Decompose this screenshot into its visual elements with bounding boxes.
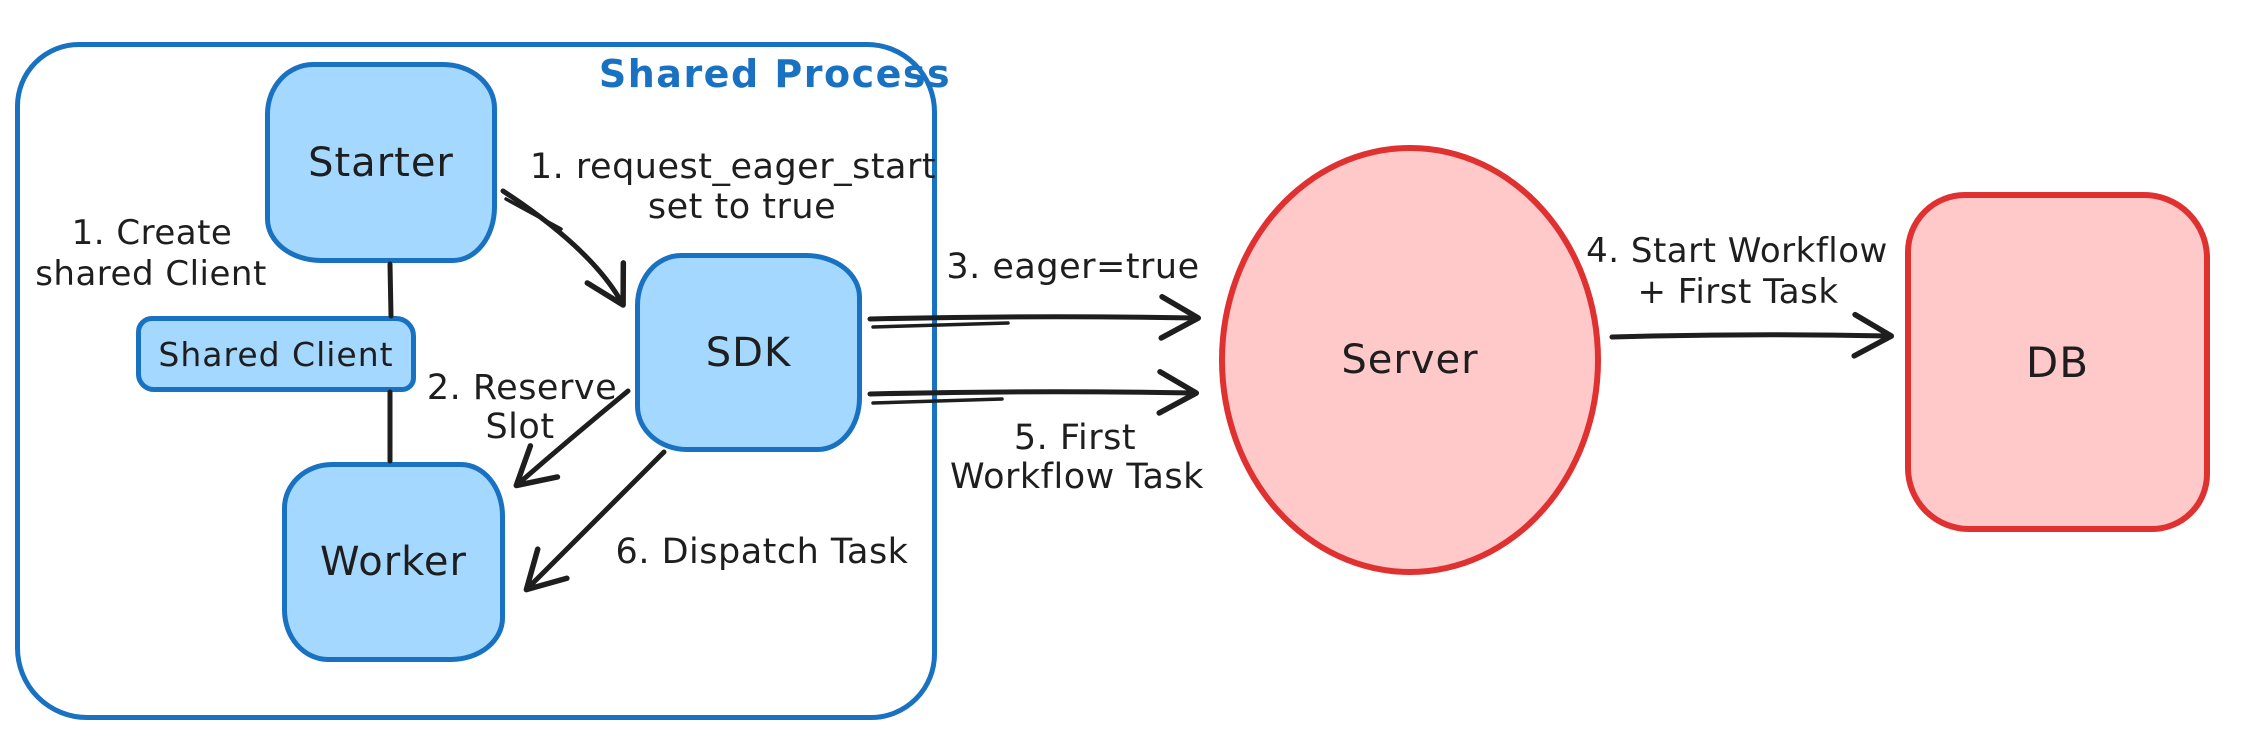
annotation-dispatch-task: 6. Dispatch Task xyxy=(615,532,909,572)
arrow-server-to-db xyxy=(1609,311,1895,359)
db-label: DB xyxy=(2025,337,2090,387)
annotation-start-workflow-line2: + First Task xyxy=(1637,272,1839,312)
annotation-reserve-slot-line2: Slot xyxy=(485,407,555,447)
annotation-request-eager-start-line1: 1. request_eager_start xyxy=(529,147,937,187)
annotation-first-workflow-task-line1: 5. First xyxy=(1013,418,1137,458)
annotation-start-workflow-line1: 4. Start Workflow xyxy=(1586,231,1888,271)
shared-client-node: Shared Client xyxy=(136,316,416,392)
shared-process-container xyxy=(15,42,937,720)
db-node: DB xyxy=(1905,192,2210,532)
annotation-create-shared-client-line1: 1. Create xyxy=(71,213,233,253)
server-label: Server xyxy=(1341,337,1479,383)
shared-client-label: Shared Client xyxy=(158,334,394,374)
annotation-request-eager-start-line2: set to true xyxy=(647,187,837,227)
worker-label: Worker xyxy=(320,539,467,585)
sdk-label: SDK xyxy=(705,329,792,376)
annotation-first-workflow-task-line2: Workflow Task xyxy=(950,457,1204,497)
annotation-create-shared-client-line2: shared Client xyxy=(35,254,267,294)
annotation-eager-true: 3. eager=true xyxy=(946,247,1200,287)
starter-label: Starter xyxy=(308,139,454,186)
worker-node: Worker xyxy=(282,462,505,662)
shared-process-label: Shared Process xyxy=(598,52,952,96)
server-node: Server xyxy=(1219,145,1601,575)
sdk-node: SDK xyxy=(635,253,862,452)
starter-node: Starter xyxy=(265,62,497,263)
annotation-reserve-slot-line1: 2. Reserve xyxy=(426,368,618,408)
